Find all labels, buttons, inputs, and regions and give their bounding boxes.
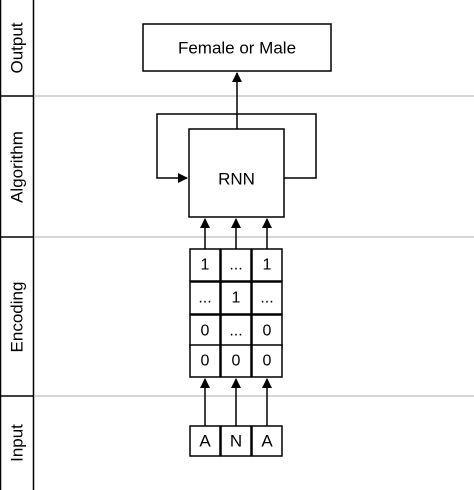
- encoding-cell: [220, 344, 252, 378]
- encoding-grid: 1 ... 1 ... 1 ... 0 ... 0 0 0 0: [189, 248, 283, 378]
- lane-dividers: [34, 95, 474, 397]
- output-label: Female or Male: [178, 39, 296, 58]
- encoding-cell-value: ...: [260, 290, 273, 307]
- encoding-cell: [189, 281, 221, 315]
- encoding-cell-value: 1: [232, 290, 241, 307]
- encoding-cell-value: 0: [263, 323, 272, 340]
- output-box: [142, 23, 332, 72]
- lane-label-output: Output: [8, 22, 27, 73]
- input-letter-box: [251, 425, 283, 457]
- encoding-cell-value: 0: [263, 353, 272, 370]
- lane-label-column: [0, 0, 35, 490]
- lane-label-encoding: Encoding: [8, 282, 27, 353]
- encoding-cell-value: 0: [201, 323, 210, 340]
- output-node: Female or Male: [142, 23, 332, 72]
- encoding-cell: [220, 281, 252, 315]
- encoding-cell-value: 1: [263, 257, 272, 274]
- encoding-cell-value: ...: [198, 290, 211, 307]
- rnn-box: [188, 128, 285, 218]
- input-letter: A: [199, 432, 211, 451]
- encoding-cell: [189, 344, 221, 378]
- input-letter-box: [189, 425, 221, 457]
- encoding-cell-value: ...: [229, 257, 242, 274]
- lane-label-algorithm: Algorithm: [8, 131, 27, 203]
- encoding-cell: [251, 281, 283, 315]
- encoding-cell: [251, 344, 283, 378]
- encoding-cell: [251, 248, 283, 282]
- encoding-cell-value: ...: [229, 323, 242, 340]
- rnn-label: RNN: [218, 170, 255, 189]
- input-letter-box: [220, 425, 252, 457]
- recurrent-loop-arrow: [156, 113, 317, 183]
- rnn-node: RNN: [188, 128, 285, 218]
- encoding-cell: [220, 248, 252, 282]
- encoding-cell-value: 0: [201, 353, 210, 370]
- encoding-cell: [189, 248, 221, 282]
- lane-label-input: Input: [8, 424, 27, 462]
- input-letter: N: [230, 432, 242, 451]
- input-sequence: A N A: [189, 425, 283, 457]
- input-letter: A: [261, 432, 273, 451]
- encoding-cell-value: 0: [232, 353, 241, 370]
- encoding-cell-value: 1: [201, 257, 210, 274]
